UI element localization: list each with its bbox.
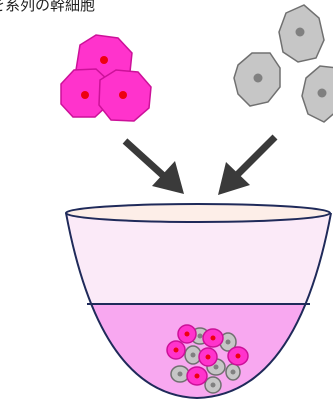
nucleus-icon [198, 334, 203, 339]
pink-cell-cluster [61, 35, 151, 121]
gray-cell-group [234, 5, 333, 122]
nucleus-icon [214, 365, 219, 370]
nucleus-icon [211, 383, 216, 388]
nucleus-icon [119, 91, 127, 99]
nucleus-icon [226, 340, 231, 345]
nucleus-icon [81, 91, 89, 99]
arrow-right [218, 137, 275, 195]
nucleus-icon [318, 89, 327, 98]
nucleus-icon [185, 332, 190, 337]
gray-cell-icon [302, 66, 333, 122]
nucleus-icon [211, 336, 216, 341]
arrow-left [125, 141, 184, 194]
bowl-rim [66, 204, 330, 222]
nucleus-icon [174, 348, 179, 353]
nucleus-icon [231, 370, 236, 375]
nucleus-icon [191, 353, 196, 358]
arrow-icon [236, 137, 275, 176]
nucleus-icon [236, 354, 241, 359]
nucleus-icon [254, 74, 263, 83]
nucleus-icon [178, 372, 183, 377]
nucleus-icon [296, 28, 305, 37]
arrow-icon [125, 141, 167, 179]
nucleus-icon [206, 355, 211, 360]
nucleus-icon [100, 56, 108, 64]
nucleus-icon [195, 374, 200, 379]
